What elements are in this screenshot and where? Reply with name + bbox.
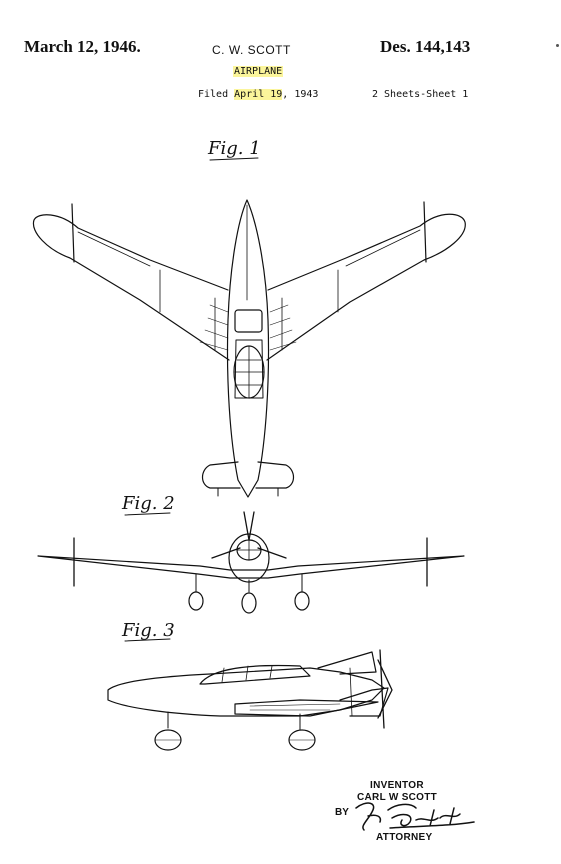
fig3-canopy bbox=[199, 664, 311, 685]
fig3-fuselage bbox=[107, 667, 385, 717]
figure-1-label: Fig. 1 bbox=[208, 138, 261, 159]
fig1-right-tailplane bbox=[255, 461, 295, 489]
fig2-right-wheel bbox=[294, 591, 310, 611]
attorney-signature bbox=[355, 802, 475, 831]
patent-date: March 12, 1946. bbox=[24, 37, 141, 56]
fig1-plan-view bbox=[32, 199, 466, 498]
fig1-left-tailplane bbox=[201, 461, 241, 489]
figure-2-label: Fig. 2 bbox=[122, 493, 175, 514]
fig3-side-view bbox=[107, 649, 393, 751]
filed-suffix: , 1943 bbox=[282, 89, 319, 100]
inventor-label: INVENTOR bbox=[370, 780, 424, 791]
filed-highlight: April 19 bbox=[234, 89, 283, 100]
inventor-name: CARL W SCOTT bbox=[357, 792, 438, 803]
fig2-left-wheel bbox=[188, 591, 204, 611]
fig1-right-wing bbox=[266, 213, 466, 361]
fig3-wing bbox=[234, 699, 379, 717]
filed-prefix: Filed bbox=[198, 89, 235, 100]
attorney-label: ATTORNEY bbox=[376, 832, 433, 843]
figure-3-label: Fig. 3 bbox=[122, 620, 175, 641]
sheet-count: 2 Sheets-Sheet 1 bbox=[372, 89, 469, 100]
fig1-fuselage bbox=[226, 199, 270, 498]
fig2-nose-wheel bbox=[241, 592, 257, 614]
margin-dot bbox=[556, 44, 559, 47]
patent-subject: AIRPLANE bbox=[233, 66, 284, 77]
filed-date: Filed April 19, 1943 bbox=[198, 89, 318, 100]
design-number: Des. 144,143 bbox=[380, 37, 471, 56]
fig3-tail-fin bbox=[317, 651, 377, 675]
fig1-left-wing bbox=[32, 214, 230, 361]
fig3-propeller bbox=[377, 649, 393, 729]
inventor-header: C. W. SCOTT bbox=[212, 43, 291, 57]
fig2-front-view bbox=[37, 511, 465, 614]
fig2-propeller bbox=[211, 511, 287, 559]
by-label: BY bbox=[335, 807, 349, 818]
fig2-wing bbox=[37, 555, 465, 579]
fig1-canopy bbox=[234, 309, 263, 333]
